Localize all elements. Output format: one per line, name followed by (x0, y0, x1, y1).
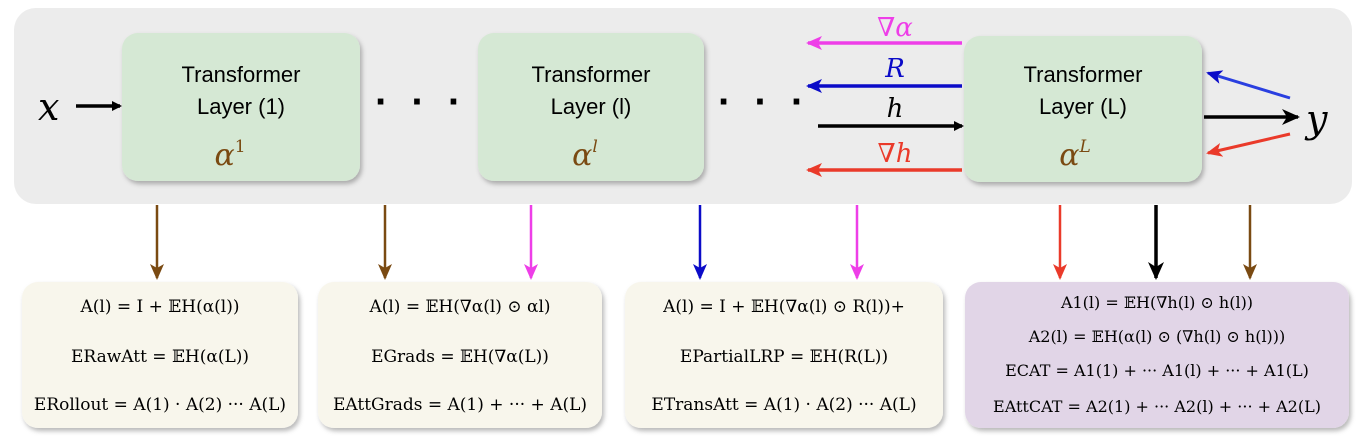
formula-line: A2(l) = 𝔼H(α(l) ⊙ (∇h(l) ⊙ h(l))) (1028, 327, 1286, 346)
formula-line: ECAT = A1(1) + ··· A1(l) + ··· + A1(L) (1005, 361, 1309, 380)
grad-alpha-label: ∇α (877, 13, 913, 43)
layer-L-name: Transformer (1024, 62, 1143, 87)
formula-line: A(l) = I + 𝔼H(∇α(l) ⊙ R(l))+ (662, 297, 905, 317)
formula-line: EAttCAT = A2(1) + ··· A2(l) + ··· + A2(L… (993, 397, 1321, 416)
layer-1-alpha: α1 (214, 137, 245, 173)
formula-line: ETransAtt = A(1) · A(2) ··· A(L) (651, 395, 916, 415)
formula-line: EAttGrads = A(1) + ··· + A(L) (333, 395, 587, 415)
formula-line: A(l) = I + 𝔼H(α(l)) (79, 297, 239, 317)
layer-L-label: Layer (L) (1039, 94, 1127, 119)
ellipsis-1: · · · (375, 80, 467, 124)
layer-1-label: Layer (1) (197, 94, 285, 119)
layer-l-label: Layer (l) (551, 94, 632, 119)
transformer-layer-1: Transformer Layer (1) α1 (122, 33, 360, 181)
formula-box-lrp-transatt: A(l) = I + 𝔼H(∇α(l) ⊙ R(l))+ EPartialLRP… (625, 282, 943, 428)
relevance-return-arrow (1206, 70, 1291, 100)
input-symbol: x (38, 85, 59, 129)
grad-hidden-label: ∇h (878, 139, 913, 169)
layer-L-alpha: αL (1059, 137, 1091, 173)
relevance-label: R (884, 54, 905, 84)
formula-line: A(l) = 𝔼H(∇α(l) ⊙ αl) (368, 297, 550, 317)
output-symbol: y (1304, 97, 1328, 141)
formula-line: A1(l) = 𝔼H(∇h(l) ⊙ h(l)) (1060, 293, 1253, 312)
layer-l-alpha: αl (572, 137, 598, 173)
formula-line: EPartialLRP = 𝔼H(R(L)) (680, 347, 888, 367)
grad-return-arrow (1206, 132, 1291, 157)
ellipsis-2: · · · (718, 80, 810, 124)
formula-box-rawatt-rollout: A(l) = I + 𝔼H(α(l)) ERawAtt = 𝔼H(α(L)) E… (22, 282, 298, 428)
formula-line: ERawAtt = 𝔼H(α(L)) (71, 347, 249, 367)
formula-box-cat-attcat: A1(l) = 𝔼H(∇h(l) ⊙ h(l)) A2(l) = 𝔼H(α(l)… (965, 282, 1349, 428)
hidden-label: h (887, 94, 904, 124)
formula-line: ERollout = A(1) · A(2) ··· A(L) (34, 395, 286, 415)
transformer-layer-l: Transformer Layer (l) αl (478, 33, 704, 181)
layer-l-name: Transformer (532, 62, 651, 87)
layer-1-name: Transformer (182, 62, 301, 87)
formula-line: EGrads = 𝔼H(∇α(L)) (371, 347, 549, 367)
formula-box-grads-attgrads: A(l) = 𝔼H(∇α(l) ⊙ αl) EGrads = 𝔼H(∇α(L))… (318, 282, 602, 428)
transformer-layer-L: Transformer Layer (L) αL (964, 36, 1202, 182)
